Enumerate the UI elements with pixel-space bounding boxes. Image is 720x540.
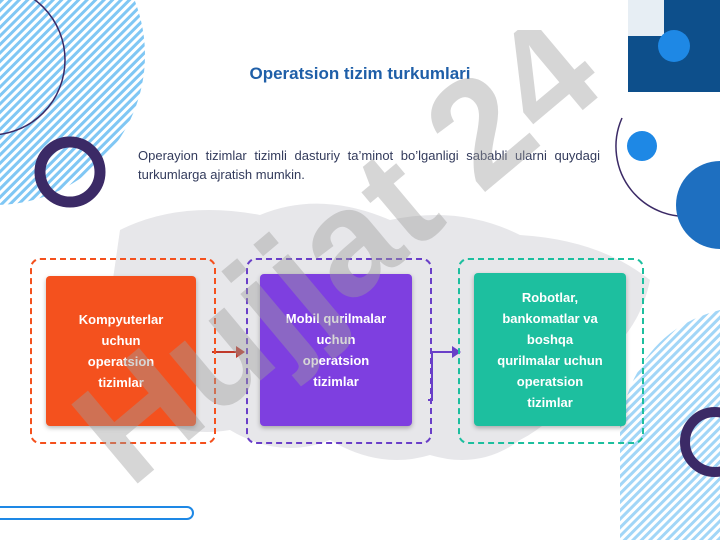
blue-dot-top — [658, 30, 690, 62]
slide-title: Operatsion tizim turkumlari — [249, 64, 471, 83]
blue-half-circle-right — [676, 161, 720, 249]
top-left-pattern-shape — [0, 0, 145, 205]
card-frame-mobile — [246, 258, 432, 444]
card-frame-computers — [30, 258, 216, 444]
intro-text: Operayion tizimlar tizimli dasturiy ta’m… — [138, 148, 600, 182]
card-computers: Kompyuterlar uchun operatsion tizimlar — [46, 276, 196, 426]
card-frame-robots — [458, 258, 644, 444]
arrow-head-1 — [236, 346, 245, 358]
arrow-head-2 — [452, 346, 461, 358]
dark-ring-right — [680, 407, 720, 477]
top-right-light-block — [628, 0, 664, 36]
top-left-line-arc — [0, 0, 66, 136]
card-mobile-label: Mobil qurilmalar uchun operatsion tiziml… — [285, 311, 387, 389]
card-robots-label: Robotlar, bankomatlar va boshqa qurilmal… — [497, 289, 603, 410]
card-robots: Robotlar, bankomatlar va boshqa qurilmal… — [474, 273, 626, 426]
card-computers-label: Kompyuterlar uchun operatsion tizimlar — [78, 312, 164, 390]
blue-dot-middle — [627, 131, 657, 161]
bottom-progress-bar — [0, 506, 194, 520]
bottom-right-pattern-shape — [620, 310, 720, 540]
card-mobile: Mobil qurilmalar uchun operatsion tiziml… — [260, 274, 412, 426]
dark-ring-left — [34, 136, 106, 208]
